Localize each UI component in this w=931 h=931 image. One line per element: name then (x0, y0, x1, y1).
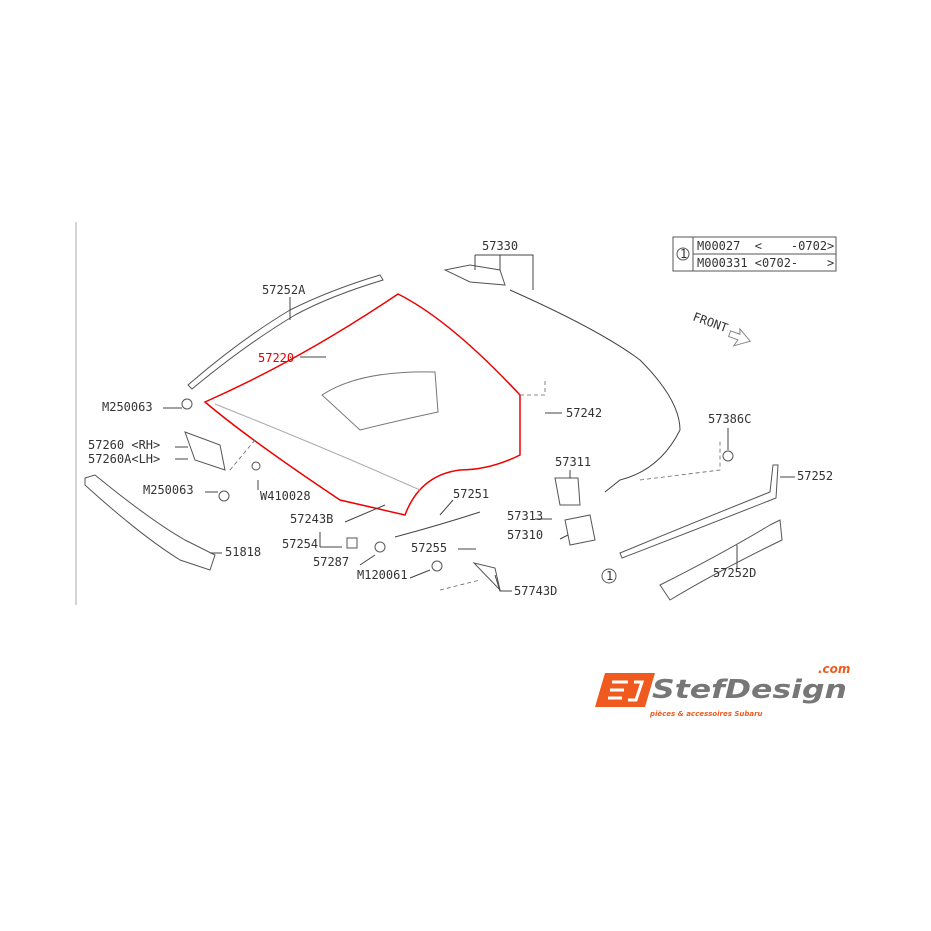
part-57311 (554, 477, 581, 506)
label-57330: 57330 (482, 239, 518, 253)
part-57254 (346, 537, 358, 549)
part-57260 (184, 431, 226, 471)
label-57252A: 57252A (262, 283, 306, 297)
part-57330-hinges (443, 264, 506, 286)
label-57242: 57242 (566, 406, 602, 420)
logo-sd-badge-icon (595, 673, 655, 707)
part-57252D (659, 519, 783, 601)
part-57310 (564, 514, 596, 546)
label-57220: 57220 (258, 351, 294, 365)
logo-domain: .com (818, 662, 850, 676)
label-57243B: 57243B (290, 512, 333, 526)
label-ref-marker: 1 (606, 569, 613, 583)
reference-table: 1 M00027 < -0702> M000331 <0702- > (672, 236, 837, 272)
svg-text:FRONT: FRONT (691, 310, 730, 336)
ref-marker-circle (601, 568, 617, 584)
svg-text:1: 1 (680, 247, 687, 261)
part-51818 (84, 474, 216, 571)
label-57252: 57252 (797, 469, 833, 483)
part-57252 (619, 464, 779, 559)
part-57743D (472, 562, 501, 592)
bolt-m120061 (431, 560, 443, 572)
logo-brand: StefDesign (652, 675, 847, 705)
label-57743D: 57743D (514, 584, 557, 598)
label-57255: 57255 (411, 541, 447, 555)
label-m120061: M120061 (357, 568, 408, 582)
svg-text:M00027 < -0702>: M00027 < -0702> (697, 239, 834, 253)
front-arrow-icon: FRONT (691, 310, 752, 347)
part-57251 (394, 511, 481, 538)
label-57313: 57313 (507, 509, 543, 523)
logo-tagline: pièces & accessoires Subaru (649, 710, 763, 718)
label-57311: 57311 (555, 455, 591, 469)
part-57252A (187, 274, 384, 390)
part-57287 (374, 541, 386, 553)
hood-cable (509, 289, 681, 493)
svg-text:M000331 <0702- >: M000331 <0702- > (697, 256, 834, 270)
label-57251: 57251 (453, 487, 489, 501)
label-57254: 57254 (282, 537, 318, 551)
label-57386C: 57386C (708, 412, 751, 426)
bolt-m250063-top (181, 398, 193, 410)
label-57260-rh: 57260 <RH> (88, 438, 160, 452)
label-57310: 57310 (507, 528, 543, 542)
hood-57220 (203, 293, 521, 516)
label-51818: 51818 (225, 545, 261, 559)
label-57252D: 57252D (713, 566, 756, 580)
stefdesign-logo: StefDesign .com pièces & accessoires Sub… (595, 662, 850, 718)
label-57287: 57287 (313, 555, 349, 569)
part-w410028 (251, 461, 261, 471)
label-m250063-top: M250063 (102, 400, 153, 414)
part-57386C (722, 450, 734, 462)
label-57260a-lh: 57260A<LH> (88, 452, 160, 466)
leader-lines (163, 254, 795, 592)
label-w410028: W410028 (260, 489, 311, 503)
bolt-m250063-bottom (218, 490, 230, 502)
label-m250063-bottom: M250063 (143, 483, 194, 497)
ref-marker-icon (676, 247, 690, 261)
